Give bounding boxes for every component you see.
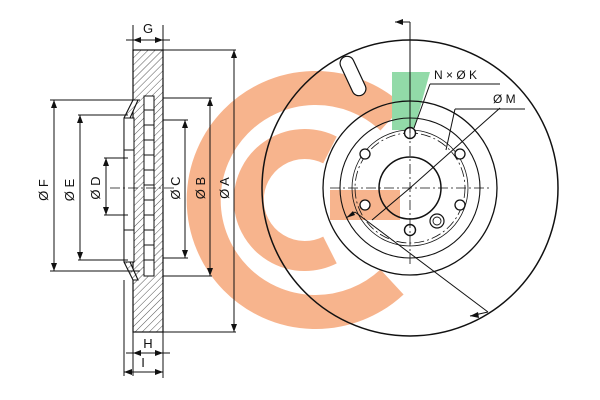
- dimension-label-e: Ø E: [62, 178, 77, 201]
- watermark-logo: [186, 71, 430, 329]
- vent-channel: [143, 95, 155, 277]
- dimension-label-g: G: [143, 21, 153, 36]
- dimension-label-d: Ø D: [88, 176, 103, 199]
- bolt-hole-count-label: N × Ø K: [434, 68, 477, 82]
- hub-face: [123, 117, 135, 263]
- dimension-label-i: I: [141, 355, 145, 370]
- locating-screw-hole: [429, 213, 445, 229]
- friction-slot: [339, 55, 367, 97]
- dimension-label-c: Ø C: [168, 176, 183, 199]
- vent-fins: [144, 109, 154, 261]
- side-section-view: [50, 49, 236, 333]
- bolt-circle-label: Ø M: [493, 92, 516, 106]
- dimension-label-f: Ø F: [36, 179, 51, 201]
- dimension-lines: [51, 25, 237, 378]
- front-view: [261, 19, 559, 337]
- dimension-label-b: Ø B: [193, 177, 208, 199]
- bolt-holes: [359, 126, 466, 237]
- dimension-label-a: Ø A: [217, 177, 232, 199]
- dimension-label-h: H: [143, 336, 152, 351]
